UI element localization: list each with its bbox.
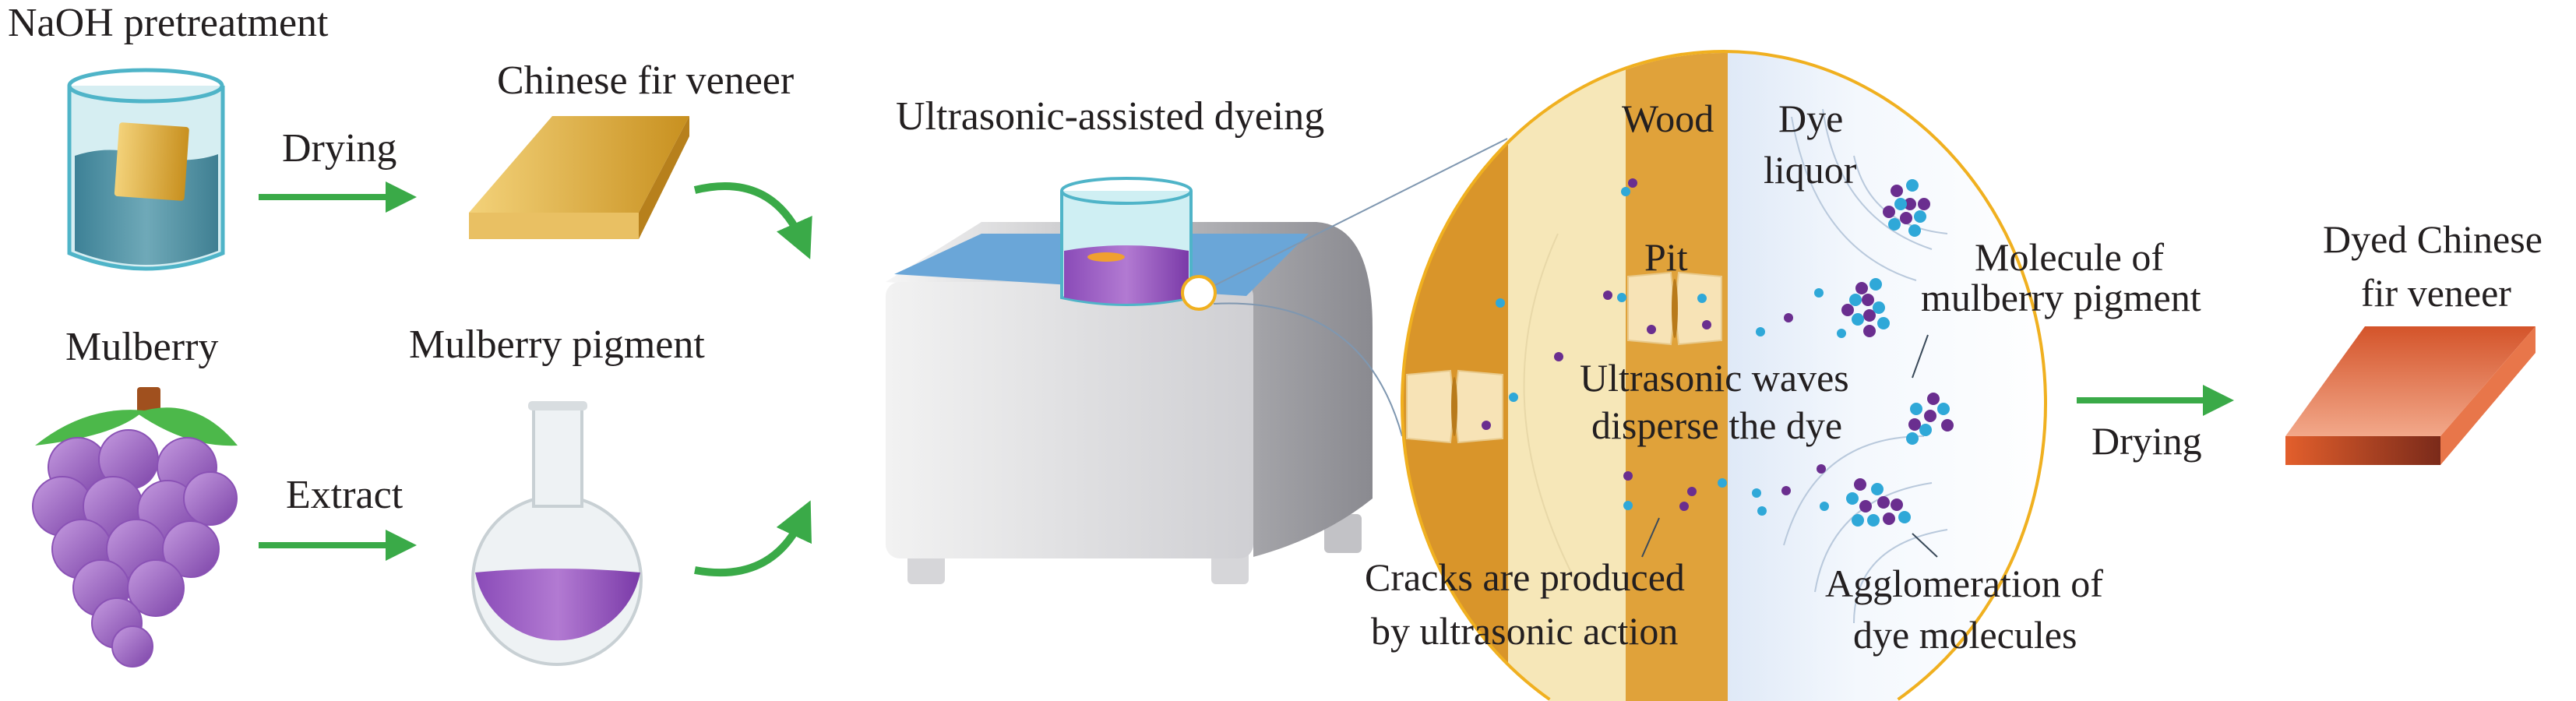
extract-label: Extract: [286, 473, 403, 517]
agglomeration-label-line2: dye molecules: [1853, 613, 2077, 657]
dye-liquor-label-line2: liquor: [1764, 148, 1857, 192]
naoh-beaker-icon: [67, 68, 225, 271]
cracks-label-line1: Cracks are produced: [1365, 555, 1685, 599]
pointer-lines: [1641, 334, 1938, 558]
drying-label: Drying: [282, 126, 396, 171]
flask-icon: [471, 401, 643, 666]
molecule-label-line1: Molecule of: [1975, 235, 2164, 279]
zoom-line: [1214, 138, 1508, 286]
curved-arrow-icon: [693, 181, 812, 259]
curved-arrow-icon: [694, 500, 812, 577]
ultrasonic-waves-label-line1: Ultrasonic waves: [1580, 356, 1849, 400]
magnified-circle-border: [1401, 49, 2047, 701]
mulberry-icon: [32, 387, 238, 668]
veneer-icon: [469, 116, 689, 239]
dyed-veneer-label-line1: Dyed Chinese: [2323, 217, 2543, 261]
dye-molecules: [1482, 178, 1954, 527]
magnify-spot-icon: [1181, 275, 1217, 311]
pit-label: Pit: [1644, 235, 1688, 279]
chinese-fir-veneer-label: Chinese fir veneer: [497, 58, 794, 103]
dyed-veneer-icon: [2285, 326, 2535, 465]
ultrasonic-dyeing-label: Ultrasonic-assisted dyeing: [896, 94, 1324, 139]
mulberry-label: Mulberry: [65, 325, 218, 369]
ultrasonic-wave-lines: [1523, 108, 1948, 624]
dyed-veneer-label-line2: fir veneer: [2361, 271, 2511, 315]
pit-icon: [1406, 271, 1722, 444]
ultrasonic-waves-label-line2: disperse the dye: [1591, 403, 1842, 447]
naoh-pretreatment-label: NaOH pretreatment: [8, 1, 329, 45]
mulberry-pigment-label: Mulberry pigment: [409, 322, 705, 367]
zoom-line: [1213, 302, 1403, 437]
dye-liquor-label-line1: Dye: [1778, 97, 1843, 140]
wood-label: Wood: [1622, 97, 1714, 140]
molecule-label-line2: mulberry pigment: [1921, 276, 2201, 319]
cracks-label-line2: by ultrasonic action: [1371, 609, 1678, 653]
drying-label-final: Drying: [2091, 419, 2202, 463]
dye-beaker-icon: [1060, 177, 1193, 306]
agglomeration-label-line1: Agglomeration of: [1825, 562, 2103, 605]
magnified-view: [1402, 52, 2046, 701]
